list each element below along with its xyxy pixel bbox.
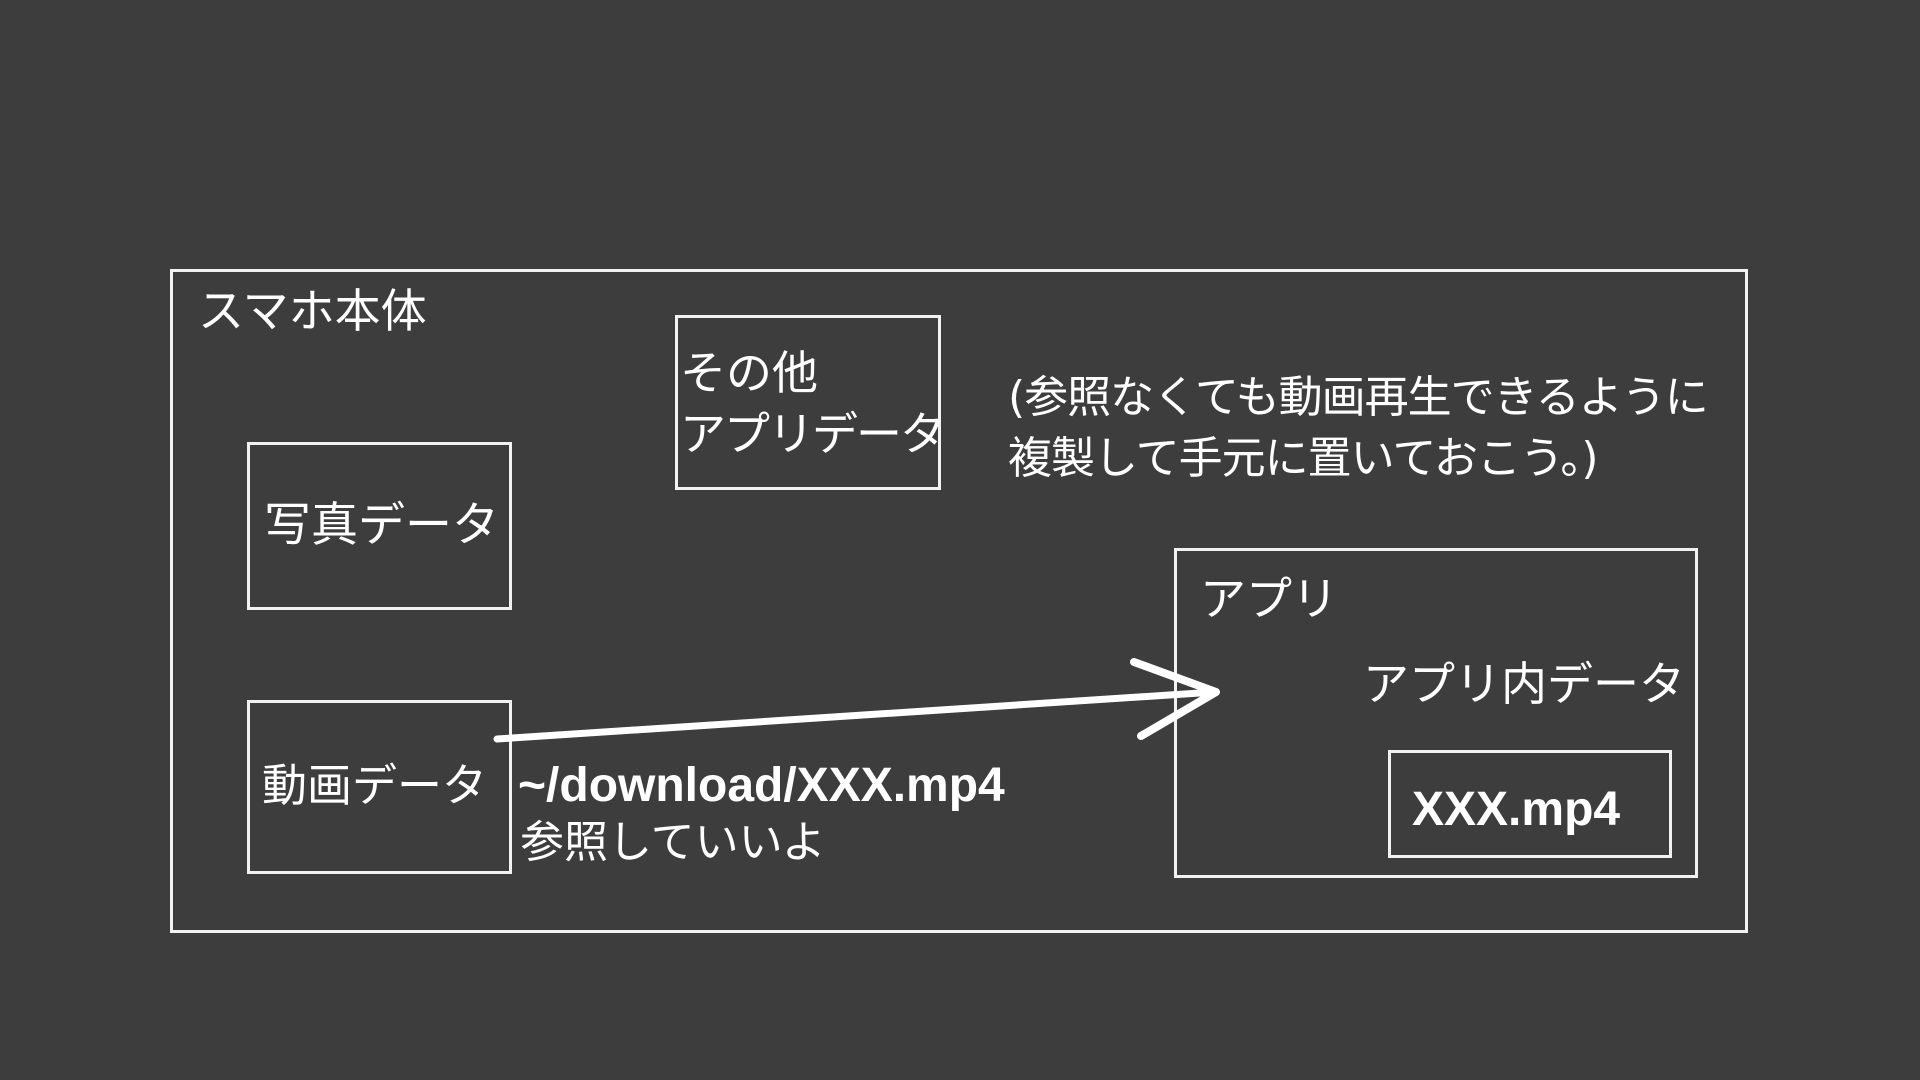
video-data-box	[247, 700, 512, 874]
note-line2: 複製して手元に置いておこう。)	[1008, 433, 1599, 484]
note-line1: (参照なくても動画再生できるように	[1008, 372, 1709, 423]
file-box	[1388, 750, 1672, 858]
smartphone-box	[170, 269, 1748, 933]
video-data-label: 動画データ	[262, 759, 488, 812]
arrow-caption-path: ~/download/XXX.mp4	[518, 759, 1005, 812]
file-label: XXX.mp4	[1412, 783, 1621, 836]
other-app-data-box	[675, 315, 941, 490]
other-app-data-label-line2: アプリデータ	[680, 407, 946, 461]
other-app-data-label-line1: その他	[680, 346, 818, 400]
app-label: アプリ	[1200, 572, 1338, 626]
smartphone-label: スマホ本体	[198, 284, 427, 338]
photo-data-label: 写真データ	[264, 498, 499, 553]
arrow-caption-text: 参照していいよ	[520, 817, 826, 868]
app-inner-data-label: アプリ内データ	[1363, 657, 1685, 711]
photo-data-box	[247, 442, 512, 610]
